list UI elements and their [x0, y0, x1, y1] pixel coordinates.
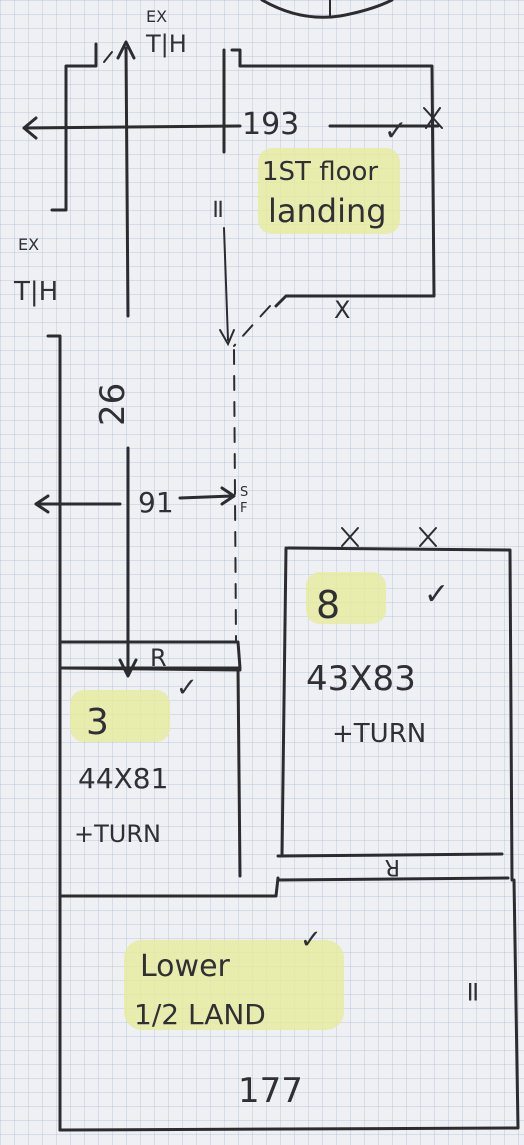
sf-label-f: F [240, 501, 247, 516]
upper-flight-outline [286, 546, 514, 882]
lower-flight-right-wall [236, 666, 242, 878]
landing-label-line2: landing [268, 192, 387, 230]
dim-91-label: 91 [138, 486, 174, 519]
upper-flight-turn: +TURN [332, 719, 426, 749]
dim-193-line [22, 124, 242, 130]
dim-193-arrow-left [22, 116, 38, 140]
left-wall-upper [50, 42, 98, 212]
upper-flight-riser-top [276, 852, 504, 858]
cross-mark [419, 527, 437, 547]
left-wall-break [103, 51, 113, 63]
upper-riser-mark: R [385, 854, 400, 879]
highlight-upper-winders [306, 572, 386, 624]
landing-check-mark: ✓ [384, 114, 407, 147]
upper-flight-riser-bottom [276, 876, 510, 882]
landing-cross: X [334, 296, 350, 324]
lower-flight-bottom [60, 876, 280, 898]
lower-flight-riser [60, 666, 242, 672]
lower-flight-size: 44X81 [78, 762, 168, 795]
highlight-half-landing [124, 940, 344, 1030]
upper-flight-check: ✓ [424, 577, 449, 612]
stair-26-label: 26 [93, 383, 133, 426]
half-landing-outline [58, 878, 520, 1132]
highlight-landing [258, 148, 400, 234]
half-landing-label-line2: 1/2 LAND [134, 998, 266, 1031]
centre-dashed-line [233, 349, 237, 641]
ex-th-arrowhead [116, 40, 136, 60]
ex-th-top-label-ex: EX [146, 7, 167, 26]
landing-wall-top [230, 48, 436, 308]
dim-177-label: 177 [238, 1071, 303, 1111]
cross-mark [341, 527, 359, 547]
dim-193-label: 193 [242, 107, 299, 142]
highlight-lower-winders [70, 690, 170, 742]
upper-flight-size: 43X83 [306, 659, 416, 699]
dim-91-arrowhead-right [220, 486, 236, 506]
lower-flight-check: ✓ [176, 673, 198, 703]
half-landing-check: ✓ [300, 925, 322, 955]
lower-flight-turn: +TURN [74, 820, 161, 848]
half-landing-label-line1: Lower [140, 949, 231, 984]
dim-193-cross [423, 107, 443, 129]
dim-26-arrowhead [118, 658, 138, 678]
landing-vertical-arrowhead [219, 329, 235, 347]
ex-th-left-label-ex: EX [18, 235, 39, 254]
upper-flight-winders: 8 [316, 583, 340, 627]
lower-riser-mark: R [150, 644, 167, 672]
dim-91-line-right [178, 494, 234, 500]
upper-flight-left-wall [280, 546, 288, 858]
dim-91-arrowhead-left [34, 494, 50, 514]
ex-th-left-label-th: T|H [13, 277, 58, 307]
top-circle-arc [260, 0, 394, 19]
landing-equals-s: = [203, 198, 233, 220]
ex-th-arrow-line [124, 46, 130, 318]
ex-th-top-label-th: T|H [145, 30, 187, 58]
landing-dashed-diag [233, 305, 271, 347]
landing-vertical-dim [223, 227, 229, 341]
sf-label-s: S [240, 485, 248, 500]
landing-label-line1: 1ST floor [262, 157, 378, 187]
left-wall-lower [46, 334, 62, 1132]
lower-flight-winders: 3 [86, 702, 109, 743]
half-landing-equals-s: = [457, 980, 490, 1003]
